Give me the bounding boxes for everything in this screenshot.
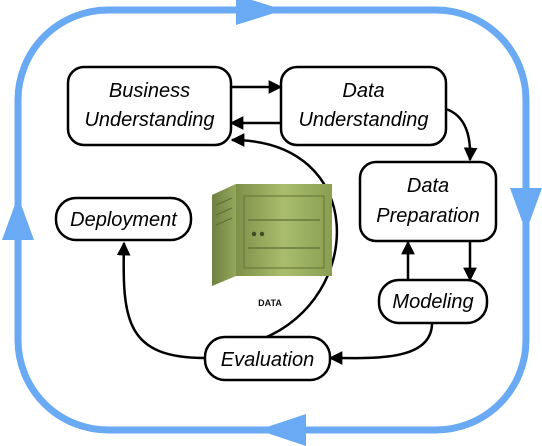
data-understanding-line1: Data xyxy=(342,80,384,102)
cycle-arrow-right-icon xyxy=(510,188,542,232)
data-preparation-line1: Data xyxy=(407,175,449,197)
server-led xyxy=(251,231,257,237)
modeling-label: Modeling xyxy=(392,291,473,313)
node-deployment: Deployment xyxy=(54,196,193,242)
server-led xyxy=(259,231,265,237)
server-side xyxy=(212,184,236,286)
business-understanding-line1: Business xyxy=(109,80,190,102)
node-data-understanding: Data Understanding xyxy=(279,65,448,147)
arrow-evaluation-to-deployment xyxy=(116,241,206,360)
server-front-panel xyxy=(243,195,325,269)
node-modeling: Modeling xyxy=(377,278,489,325)
arrow-evaluation-to-business xyxy=(230,133,339,341)
data-preparation-line2: Preparation xyxy=(376,205,479,227)
server-icon: DATA xyxy=(212,184,332,308)
server-vent xyxy=(215,207,233,216)
deployment-label: Deployment xyxy=(70,209,178,231)
server-label: DATA xyxy=(258,298,282,308)
node-business-understanding: Business Understanding xyxy=(66,65,233,147)
arrow-modeling-to-evaluation xyxy=(328,322,434,365)
data-understanding-line2: Understanding xyxy=(298,109,428,131)
node-data-preparation: Data Preparation xyxy=(358,160,498,243)
arrow-data-understanding-to-preparation xyxy=(445,107,478,162)
cycle-arrow-top-icon xyxy=(236,0,284,25)
connectors xyxy=(116,80,478,365)
server-vent xyxy=(215,217,233,226)
server-vent xyxy=(215,197,233,206)
server-front xyxy=(236,184,332,276)
node-evaluation: Evaluation xyxy=(203,335,332,382)
business-understanding-line2: Understanding xyxy=(84,109,214,131)
cycle-arrow-bottom-icon xyxy=(258,414,306,446)
evaluation-label: Evaluation xyxy=(221,349,314,371)
cycle-arrow-left-icon xyxy=(2,196,34,240)
